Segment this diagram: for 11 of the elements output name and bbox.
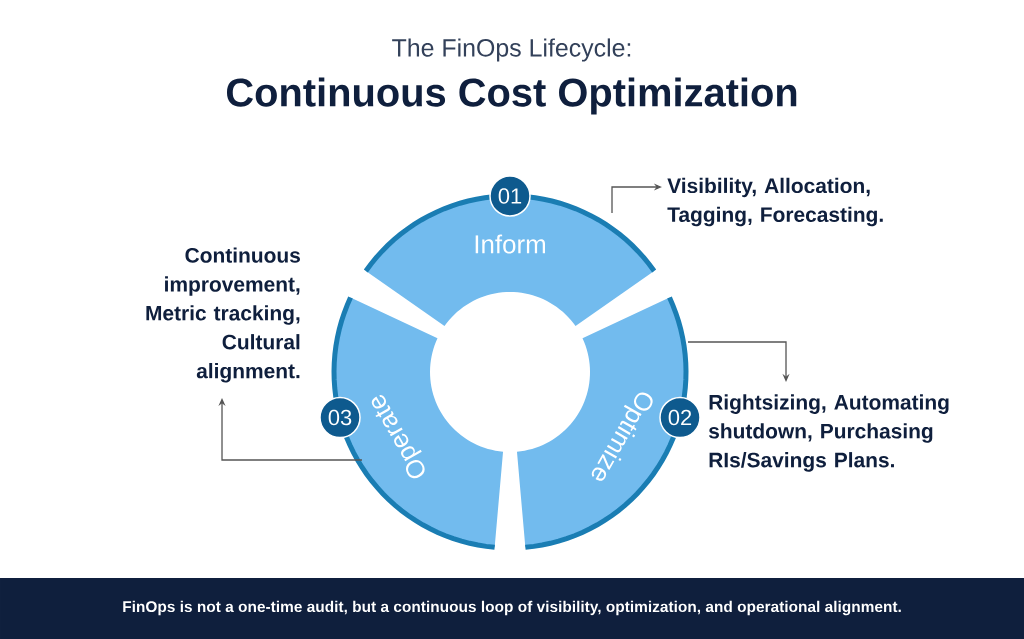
number-badge: 03 [319,396,361,439]
description-text: Visibility, Allocation, Tagging, Forecasting. [667,177,883,227]
description-text: Rightsizing, Automating shutdown, Purchasing RIs/Savings Plans. [708,394,949,472]
number-badge: 01 [489,175,531,217]
caption-banner: FinOps is not a one-time audit, but a continuous loop of visibility, optimization, and operational alignment. [0,578,1024,639]
number-badge: 02 [659,396,701,439]
connector-arrow [611,183,662,214]
title: Continuous Cost Optimization [227,77,797,115]
connector-arrow [218,398,363,461]
subtitle: The FinOps Lifecycle: [392,38,631,62]
description-text: Continuous improvement, Metric tracking, Cultural alignment. [146,247,300,383]
